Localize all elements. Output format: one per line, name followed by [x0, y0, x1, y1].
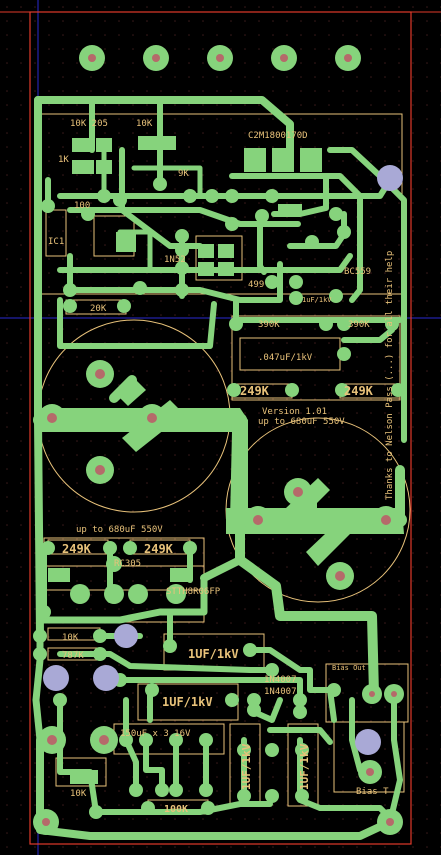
label-r-10k-205: 10K 205 — [70, 119, 108, 129]
label-zener: 1N52 — [164, 255, 186, 265]
label-r-10k-lower: 10K — [70, 789, 87, 799]
label-cap-1uf-c: 1UF/1kV — [240, 743, 253, 790]
label-r-249k-b: 249K — [344, 384, 374, 398]
label-cap-1uf-d: 1UF/1kV — [298, 743, 311, 790]
label-r-787k: 787K — [62, 651, 84, 661]
pad-holes — [42, 54, 397, 826]
label-r-1k: 1K — [58, 155, 69, 165]
label-diode-1n4007-a: 1N4007 — [264, 675, 297, 685]
label-mosfet: C2M1800170D — [248, 131, 308, 141]
label-bias-out: Bias Out — [332, 664, 366, 672]
label-ic1: IC1 — [48, 237, 64, 247]
label-bc559: BC559 — [344, 267, 371, 277]
label-cap-1uf-b: 1UF/1kV — [162, 695, 213, 709]
label-cap-150uv: 150uF x 3 16V — [120, 729, 191, 739]
label-r-249k-a: 249K — [240, 384, 270, 398]
label-bias-t: Bias T — [356, 787, 389, 797]
label-r-9k: 9K — [178, 169, 189, 179]
label-diode: STTH8R06FP — [166, 587, 221, 597]
label-bridge: RC305 — [114, 559, 141, 569]
label-r-390k-a: 390K — [258, 320, 280, 330]
label-r-390k-b: 390K — [348, 320, 370, 330]
label-r-249k-d: 249K — [144, 542, 174, 556]
label-cap-1uf-a: 1UF/1kV — [188, 647, 239, 661]
label-r-10k-bottom: 10K — [62, 633, 79, 643]
label-r-499: 499 — [248, 280, 264, 290]
label-r-10k-top: 10K — [136, 119, 153, 129]
label-diode-1n4007-b: 1N4007 — [264, 687, 297, 697]
label-r-100k: 100K — [164, 804, 188, 815]
label-thanks: Thanks to Nelson Pass (...) for all thei… — [385, 251, 395, 500]
label-cap-rating-bottom: up to 680uF 550V — [76, 525, 163, 535]
label-cap-047: .047uF/1kV — [258, 353, 313, 363]
mounting-holes — [43, 165, 403, 755]
label-cap-rating-top: up to 680uF 550V — [258, 417, 345, 427]
label-version: Version 1.01 — [262, 407, 327, 417]
label-r-20k: 20K — [90, 304, 107, 314]
label-r-100: 100 — [74, 201, 90, 211]
label-r-249k-c: 249K — [62, 542, 92, 556]
label-cap-1uf-tiny: 1uF/1kV — [302, 296, 332, 304]
pads — [33, 45, 405, 835]
